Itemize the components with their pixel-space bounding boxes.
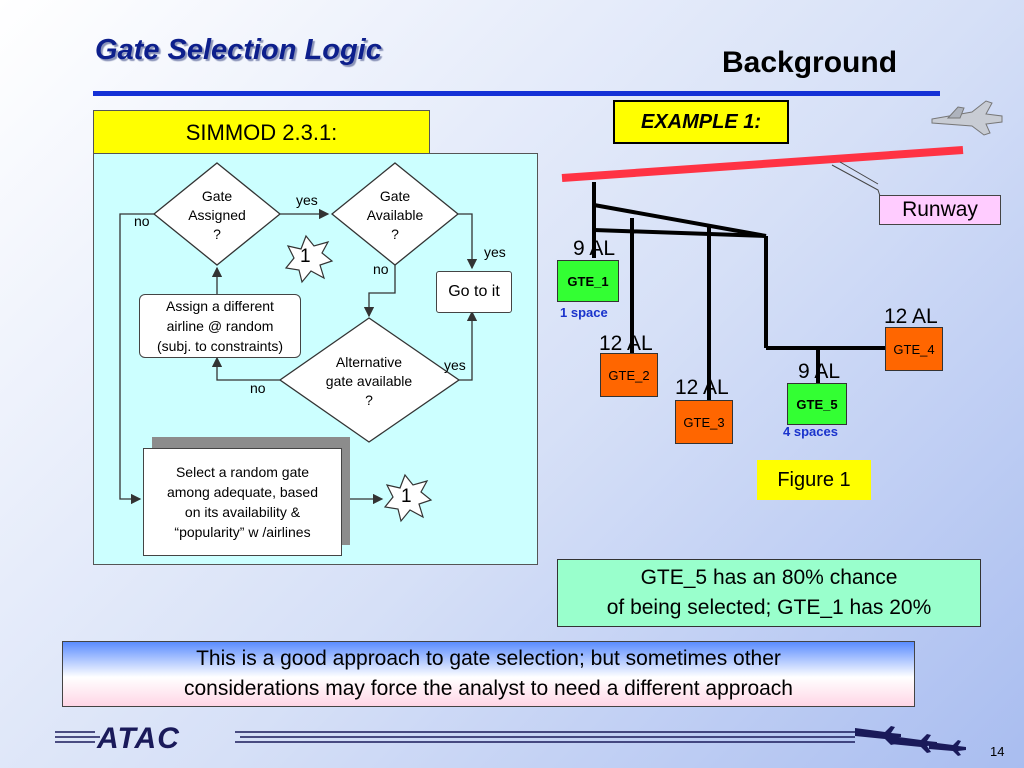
connector-number-top: 1 [300,246,311,267]
gate-3: GTE_3 [675,400,733,444]
connector-burst-top [284,234,334,284]
runway-line [561,146,964,182]
slide-title: Gate Selection Logic [95,34,382,66]
connector-number-bottom: 1 [401,486,412,507]
chance-box: GTE_5 has an 80% chance of being selecte… [557,559,981,627]
gate-assigned-label: Gate Assigned ? [188,188,246,242]
simmod-header: SIMMOD 2.3.1: [93,110,430,155]
gate-5: GTE_5 [787,383,847,425]
gate-available-label: Gate Available ? [366,188,424,242]
gate-1: GTE_1 [557,260,619,302]
example-label: EXAMPLE 1: [613,100,789,144]
gate-2-al: 12 AL [599,332,653,355]
svg-text:ATAC: ATAC [96,722,180,755]
slide-subtitle: Background [722,46,898,79]
no-label-2: no [373,261,389,277]
approach-note: This is a good approach to gate selectio… [62,641,915,707]
alternative-diamond [278,317,461,443]
gate-3-al: 12 AL [675,376,729,399]
yes-label-2: yes [484,244,506,260]
assign-different-box: Assign a different airline @ random (sub… [139,294,301,358]
no-label-3: no [250,380,266,396]
gate-2: GTE_2 [600,353,658,397]
gate-4: GTE_4 [885,327,943,371]
figure-label: Figure 1 [757,460,871,500]
gate-5-space: 4 spaces [783,424,838,439]
no-label-1: no [134,213,150,229]
runway-label: Runway [879,195,1001,225]
connector-burst-bottom [383,473,433,523]
plane-icons [855,726,966,756]
gate-available-diamond [330,162,460,266]
gate-5-al: 9 AL [798,360,841,383]
atac-logo: ATAC [55,722,966,756]
gate-assigned-diamond [152,162,282,266]
gate-1-al: 9 AL [573,237,616,260]
yes-label-3: yes [444,357,466,373]
alternative-label: Alternative gate available ? [325,354,413,408]
select-random-box: Select a random gate among adequate, bas… [143,448,342,556]
page-number: 14 [990,744,1005,759]
gate-4-al: 12 AL [884,305,938,328]
title-rule [93,91,940,96]
gate-1-space: 1 space [560,305,608,320]
jet-icon [931,100,1003,136]
yes-label-1: yes [296,192,318,208]
go-to-it-box: Go to it [436,271,512,313]
